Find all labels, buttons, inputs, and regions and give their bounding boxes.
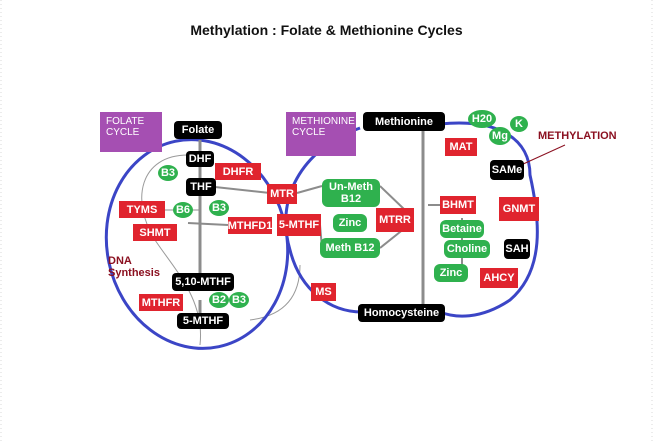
h2o-cofactor: H20 (468, 110, 496, 128)
mat-enzyme: MAT (445, 138, 477, 156)
methionine-node: Methionine (363, 112, 445, 131)
betaine-cofactor: Betaine (440, 220, 484, 238)
shmt-enzyme: SHMT (133, 224, 177, 241)
shmt-to-mthfd1-path (187, 222, 229, 226)
mtr-to-unmeth-path (296, 185, 323, 194)
dna-synthesis-label: DNA Synthesis (108, 255, 160, 279)
homocysteine-node: Homocysteine (358, 304, 445, 322)
sah-node: SAH (504, 239, 530, 259)
mtrr-enzyme: MTRR (376, 208, 414, 232)
gnmt-enzyme: GNMT (499, 197, 539, 221)
mthf-5-node: 5-MTHF (177, 313, 229, 329)
mtr-enzyme: MTR (267, 184, 297, 204)
k-cofactor: K (510, 116, 528, 132)
un-meth-b12-cofactor: Un-Meth B12 (322, 179, 380, 207)
b3-cofactor-mid: B3 (209, 200, 229, 216)
methylation-pointer (520, 144, 566, 166)
b3-cofactor-low: B3 (229, 292, 249, 308)
folate-cycle-box: FOLATE CYCLE (100, 112, 162, 152)
zinc-cofactor-right: Zinc (434, 264, 468, 282)
methionine-cycle-box: METHIONINE CYCLE (286, 112, 356, 156)
same-node: SAMe (490, 160, 524, 180)
b3-cofactor-thf: B3 (158, 165, 178, 181)
unmeth-to-mtrr-path (379, 185, 406, 211)
mthfr-enzyme: MTHFR (139, 294, 183, 311)
dhf-node: DHF (186, 151, 214, 167)
mthf-outline-curve (249, 264, 301, 321)
choline-cofactor: Choline (444, 240, 490, 258)
folate-node: Folate (174, 121, 222, 139)
ms-enzyme: MS (311, 283, 336, 301)
tyms-enzyme: TYMS (119, 201, 165, 218)
dhfr-enzyme: DHFR (215, 163, 261, 180)
diagram-title: Methylation : Folate & Methionine Cycles (190, 22, 463, 38)
mthfd1-enzyme: MTHFD1 (228, 217, 272, 234)
ahcy-enzyme: AHCY (480, 268, 518, 288)
bhmt-enzyme: BHMT (440, 196, 476, 214)
b2-cofactor: B2 (209, 292, 229, 308)
mthf-enzyme-box: 5-MTHF (277, 214, 321, 236)
thf-node: THF (186, 178, 216, 196)
mg-cofactor: Mg (489, 127, 511, 145)
meth-b12-cofactor: Meth B12 (320, 238, 380, 258)
mthf-5-10-node: 5,10-MTHF (172, 273, 234, 291)
thf-to-mtr-path (214, 186, 271, 194)
zinc-cofactor-mid: Zinc (333, 214, 367, 232)
methylation-label: METHYLATION (538, 130, 617, 142)
b6-cofactor: B6 (173, 202, 193, 218)
